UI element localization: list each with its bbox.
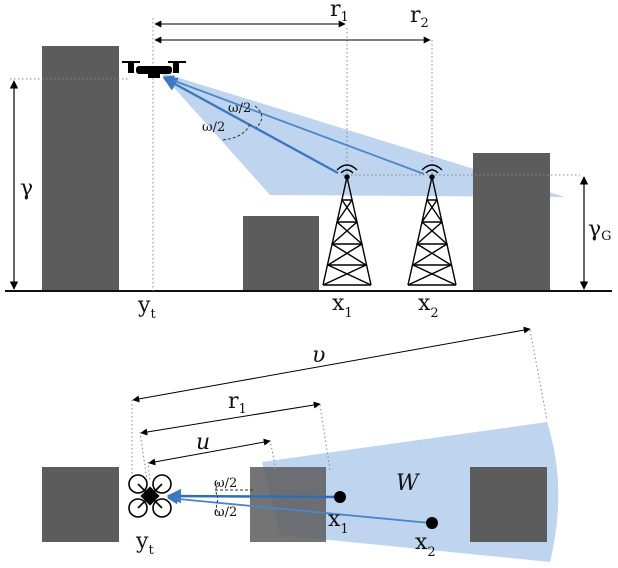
point-x1-marker [334, 491, 346, 503]
drone-icon [122, 61, 186, 78]
bottom-half-angle-label-lower: ω/2 [214, 505, 237, 520]
ray-to-x1 [162, 76, 339, 175]
bottom-x1-label: x1 [328, 507, 349, 537]
point-x2-marker [426, 517, 438, 529]
bottom-x2-label: x2 [415, 530, 436, 560]
half-angle-label-lower: ω/2 [202, 120, 225, 135]
r1-bottom-label: r1 [228, 389, 247, 417]
half-angle-arc-upper [254, 105, 263, 129]
tower-x1-icon [322, 164, 372, 286]
top-view-panel: υ r1 u W yt x1 x2 ω/2 ω/2 [42, 326, 559, 562]
bottom-mid-building [250, 467, 326, 542]
side-view-panel: γ γG yt x1 x2 r1 r2 ω/2 ω/2 [5, 0, 612, 322]
r2-label: r2 [410, 3, 429, 31]
right-building [473, 153, 550, 291]
bottom-dotted-guides [131, 329, 548, 483]
gamma-g-label: γG [588, 217, 612, 244]
bottom-right-building [470, 467, 547, 542]
bottom-ray-to-x2 [166, 493, 431, 524]
r1-bottom-arrow [140, 401, 321, 436]
low-building [243, 216, 319, 291]
bottom-half-angle-arc-lower [215, 499, 221, 517]
u-label: u [196, 430, 210, 455]
ray-to-x2 [162, 75, 425, 175]
bottom-yt-label: yt [135, 529, 154, 558]
half-angle-label-upper: ω/2 [228, 101, 251, 116]
yt-label: yt [137, 293, 156, 322]
v-arrow [132, 326, 531, 403]
region-w-label: W [396, 471, 421, 496]
x2-label: x2 [418, 291, 439, 321]
bottom-left-building [42, 467, 119, 542]
dotted-guides [10, 18, 580, 291]
r1-label: r1 [330, 0, 349, 25]
x1-label: x1 [332, 291, 353, 321]
tower-x2-icon [407, 164, 457, 286]
bottom-half-angle-label-upper: ω/2 [214, 476, 237, 491]
gamma-label: γ [20, 176, 33, 201]
tall-building [42, 46, 119, 291]
beam-wedge [160, 72, 565, 197]
half-angle-arc-lower [221, 123, 251, 141]
drone-top-icon [128, 474, 172, 518]
u-arrow [148, 438, 271, 466]
bottom-ray-to-x1 [166, 488, 339, 504]
v-label: υ [312, 343, 325, 368]
bottom-half-angle-arc-upper [215, 481, 219, 499]
